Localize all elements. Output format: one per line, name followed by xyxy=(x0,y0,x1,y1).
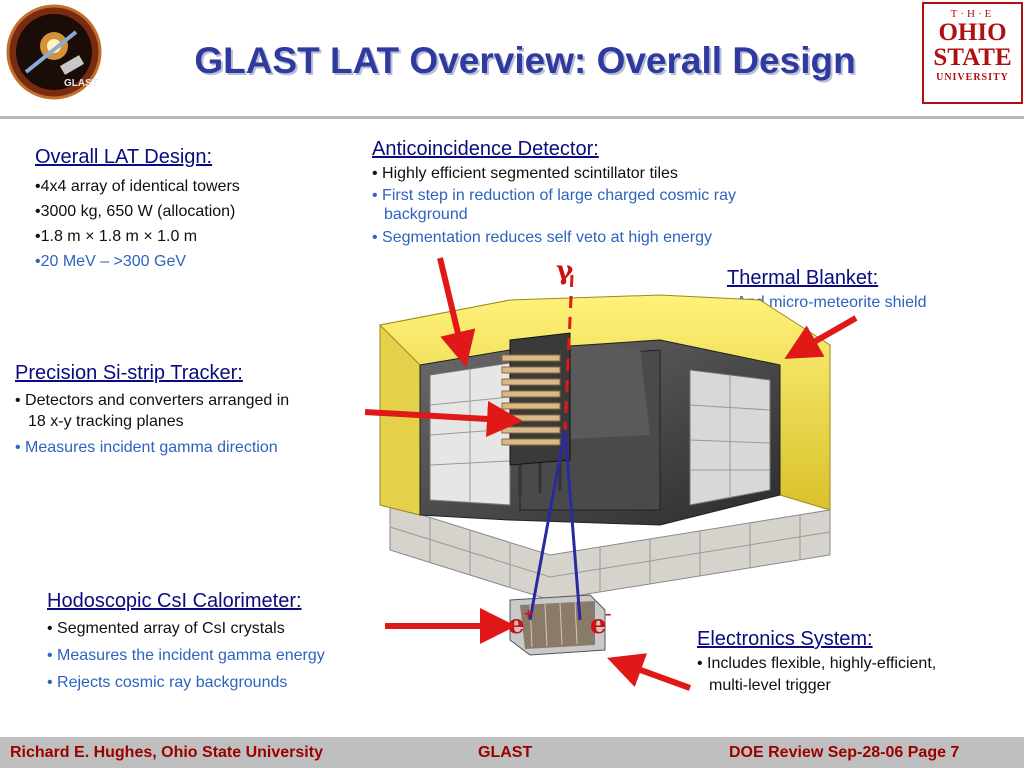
acd-heading: Anticoincidence Detector: xyxy=(372,138,599,160)
acd-arrow xyxy=(437,257,476,368)
acd-item: • First step in reduction of large charg… xyxy=(372,187,736,204)
electron-label: e xyxy=(590,610,607,640)
osu-logo-university: UNIVERSITY xyxy=(936,72,1009,83)
electronics-block: Electronics System: • Includes flexible,… xyxy=(697,628,936,695)
footer-center: GLAST xyxy=(478,744,533,761)
positron-sign: + xyxy=(523,607,534,622)
calorimeter-module xyxy=(509,594,606,656)
tracker-arrow xyxy=(364,401,523,437)
overall-item: •1.8 m × 1.8 m × 1.0 m xyxy=(35,228,198,245)
osu-logo-state: STATE xyxy=(933,44,1012,71)
gamma-label: γ xyxy=(556,256,574,286)
overall-item: •3000 kg, 650 W (allocation) xyxy=(35,203,236,220)
tracker-item: • Measures incident gamma direction xyxy=(15,439,278,456)
electronics-item: • Includes flexible, highly-efficient, xyxy=(697,655,937,672)
acd-item: • Segmentation reduces self veto at high… xyxy=(372,229,713,246)
overall-item: •4x4 array of identical towers xyxy=(35,178,240,195)
page-title: GLAST LAT Overview: Overall Design xyxy=(194,40,856,81)
calorimeter-item: • Measures the incident gamma energy xyxy=(47,647,325,664)
overall-item: •20 MeV – >300 GeV xyxy=(35,253,187,270)
tracker-heading: Precision Si-strip Tracker: xyxy=(15,362,243,384)
highlighted-tower xyxy=(501,332,571,495)
tracker-item: • Detectors and converters arranged in xyxy=(15,392,290,409)
footer-author: Richard E. Hughes, Ohio State University xyxy=(10,744,323,761)
osu-logo-ohio: OHIO xyxy=(938,19,1007,46)
acd-item: background xyxy=(384,206,468,223)
patch-label: GLAST xyxy=(64,78,98,89)
tracker-item: 18 x-y tracking planes xyxy=(28,413,184,430)
electronics-arrow xyxy=(607,653,692,691)
tracker-block: Precision Si-strip Tracker: • Detectors … xyxy=(15,362,289,457)
acd-block: Anticoincidence Detector: • Highly effic… xyxy=(372,138,736,247)
overall-design-block: Overall LAT Design: •4x4 array of identi… xyxy=(35,146,240,271)
calorimeter-block: Hodoscopic CsI Calorimeter: • Segmented … xyxy=(47,590,325,692)
particle-tracks xyxy=(528,274,582,621)
glast-mission-patch: GLAST xyxy=(6,2,104,102)
footer-page-info: DOE Review Sep-28-06 Page 7 xyxy=(729,744,960,761)
thermal-item: • And micro-meteorite shield xyxy=(727,294,927,311)
acd-item: • Highly efficient segmented scintillato… xyxy=(372,165,678,182)
calorimeter-item: • Rejects cosmic ray backgrounds xyxy=(47,674,288,691)
thermal-heading: Thermal Blanket: xyxy=(727,267,879,289)
calorimeter-item: • Segmented array of CsI crystals xyxy=(47,620,285,637)
calorimeter-heading: Hodoscopic CsI Calorimeter: xyxy=(47,590,302,612)
electronics-item: multi-level trigger xyxy=(709,677,831,694)
lat-base xyxy=(389,504,831,601)
header-divider xyxy=(0,116,1024,119)
thermal-arrow xyxy=(784,315,858,359)
electron-sign: – xyxy=(605,607,612,622)
overall-design-heading: Overall LAT Design: xyxy=(35,146,213,168)
osu-logo: T·H·E OHIO STATE UNIVERSITY xyxy=(922,2,1023,104)
osu-logo-the: T·H·E xyxy=(950,8,995,20)
footer-bar xyxy=(0,737,1024,768)
electronics-heading: Electronics System: xyxy=(697,628,873,650)
thermal-block: Thermal Blanket: • And micro-meteorite s… xyxy=(727,267,926,312)
